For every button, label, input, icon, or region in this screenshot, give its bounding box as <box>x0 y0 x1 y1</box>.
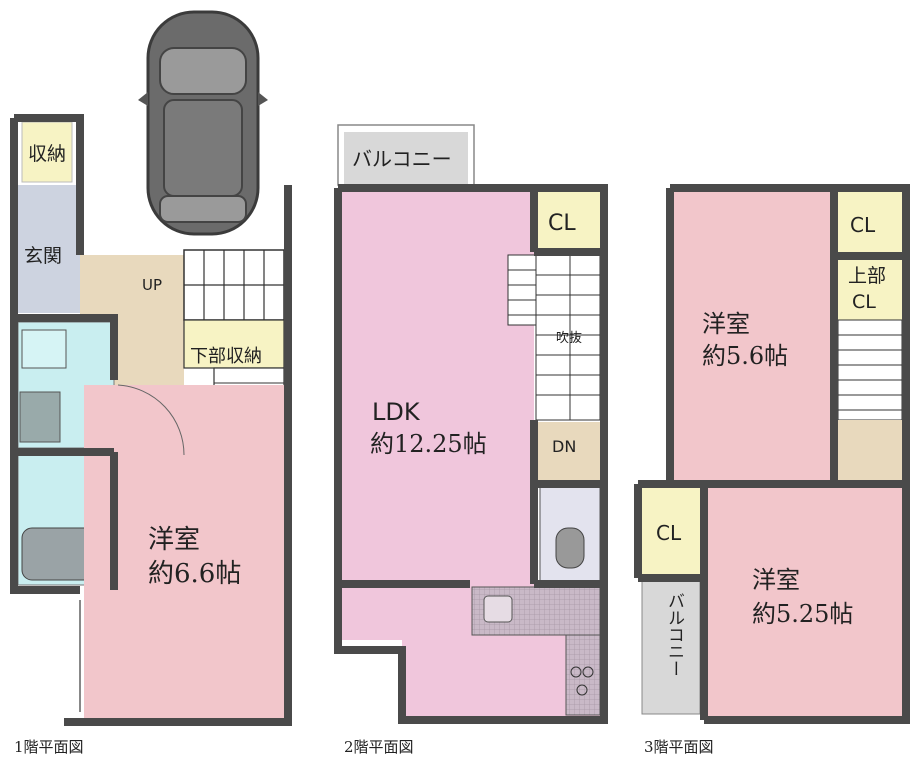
room1f-name: 洋室 <box>148 525 200 555</box>
closet-label-floor3-bottom: CL <box>656 521 682 545</box>
floor2-plan: バルコニー CL 吹抜 DN LDK 約12.25帖 2階平面図 <box>334 124 608 756</box>
ldk-size: 約12.25帖 <box>370 430 487 458</box>
atrium-label: 吹抜 <box>556 330 582 346</box>
dn-label: DN <box>552 437 576 456</box>
floor2-caption: 2階平面図 <box>344 738 414 756</box>
room3f-upper-name: 洋室 <box>702 310 750 338</box>
upper-closet-floor3 <box>838 258 902 320</box>
under-storage-label: 下部収納 <box>190 346 262 367</box>
ldk-name: LDK <box>372 398 421 426</box>
car-icon <box>138 10 268 236</box>
stairs-floor3 <box>837 319 903 421</box>
room3f-upper-size: 約5.6帖 <box>702 342 788 370</box>
closet-floor2 <box>536 192 600 250</box>
sink-icon <box>21 329 67 369</box>
room-floor3-upper <box>674 192 836 482</box>
floor1-caption: 1階平面図 <box>14 738 84 756</box>
room-floor3-lower <box>704 488 904 716</box>
balcony-fill <box>344 132 468 184</box>
upper-closet-label-1: 上部 <box>848 265 886 287</box>
balcony-label-floor2: バルコニー <box>352 147 452 171</box>
kitchen-sink-icon <box>483 595 513 623</box>
closet-label-floor3-top: CL <box>850 213 876 237</box>
ldk-floor <box>342 192 534 587</box>
up-label: UP <box>142 276 162 294</box>
storage-label: 収納 <box>28 143 66 165</box>
balcony-label-floor3: バルコニー <box>664 592 684 677</box>
under-stair-storage <box>183 319 285 369</box>
storage-closet <box>21 121 73 183</box>
room3f-lower-size: 約5.25帖 <box>752 600 853 628</box>
room3f-lower-name: 洋室 <box>752 566 800 594</box>
toilet-icon <box>19 391 61 443</box>
closet-floor3-top <box>838 192 902 256</box>
kitchen-stove <box>565 634 601 716</box>
upper-closet-label-2: CL <box>852 291 876 313</box>
closet-floor3-bottom <box>642 488 704 576</box>
entrance-floor <box>18 185 80 313</box>
landing-floor3 <box>838 420 902 482</box>
room1f-size: 約6.6帖 <box>148 559 241 589</box>
toilet-icon-floor2 <box>555 527 585 569</box>
floor1-plan: 収納 玄関 UP 下部収納 洋室 約6.6帖 1階平面図 <box>10 114 292 756</box>
floor3-caption: 3階平面図 <box>644 738 714 756</box>
stairs-floor2 <box>535 254 601 421</box>
floor3-plan: CL 上部 CL 洋室 約5.6帖 CL バルコニー 洋室 約5.25帖 3階平… <box>634 184 910 756</box>
closet-label-floor2: CL <box>548 211 576 236</box>
dn-landing <box>536 422 600 484</box>
entrance-label: 玄関 <box>24 245 62 267</box>
